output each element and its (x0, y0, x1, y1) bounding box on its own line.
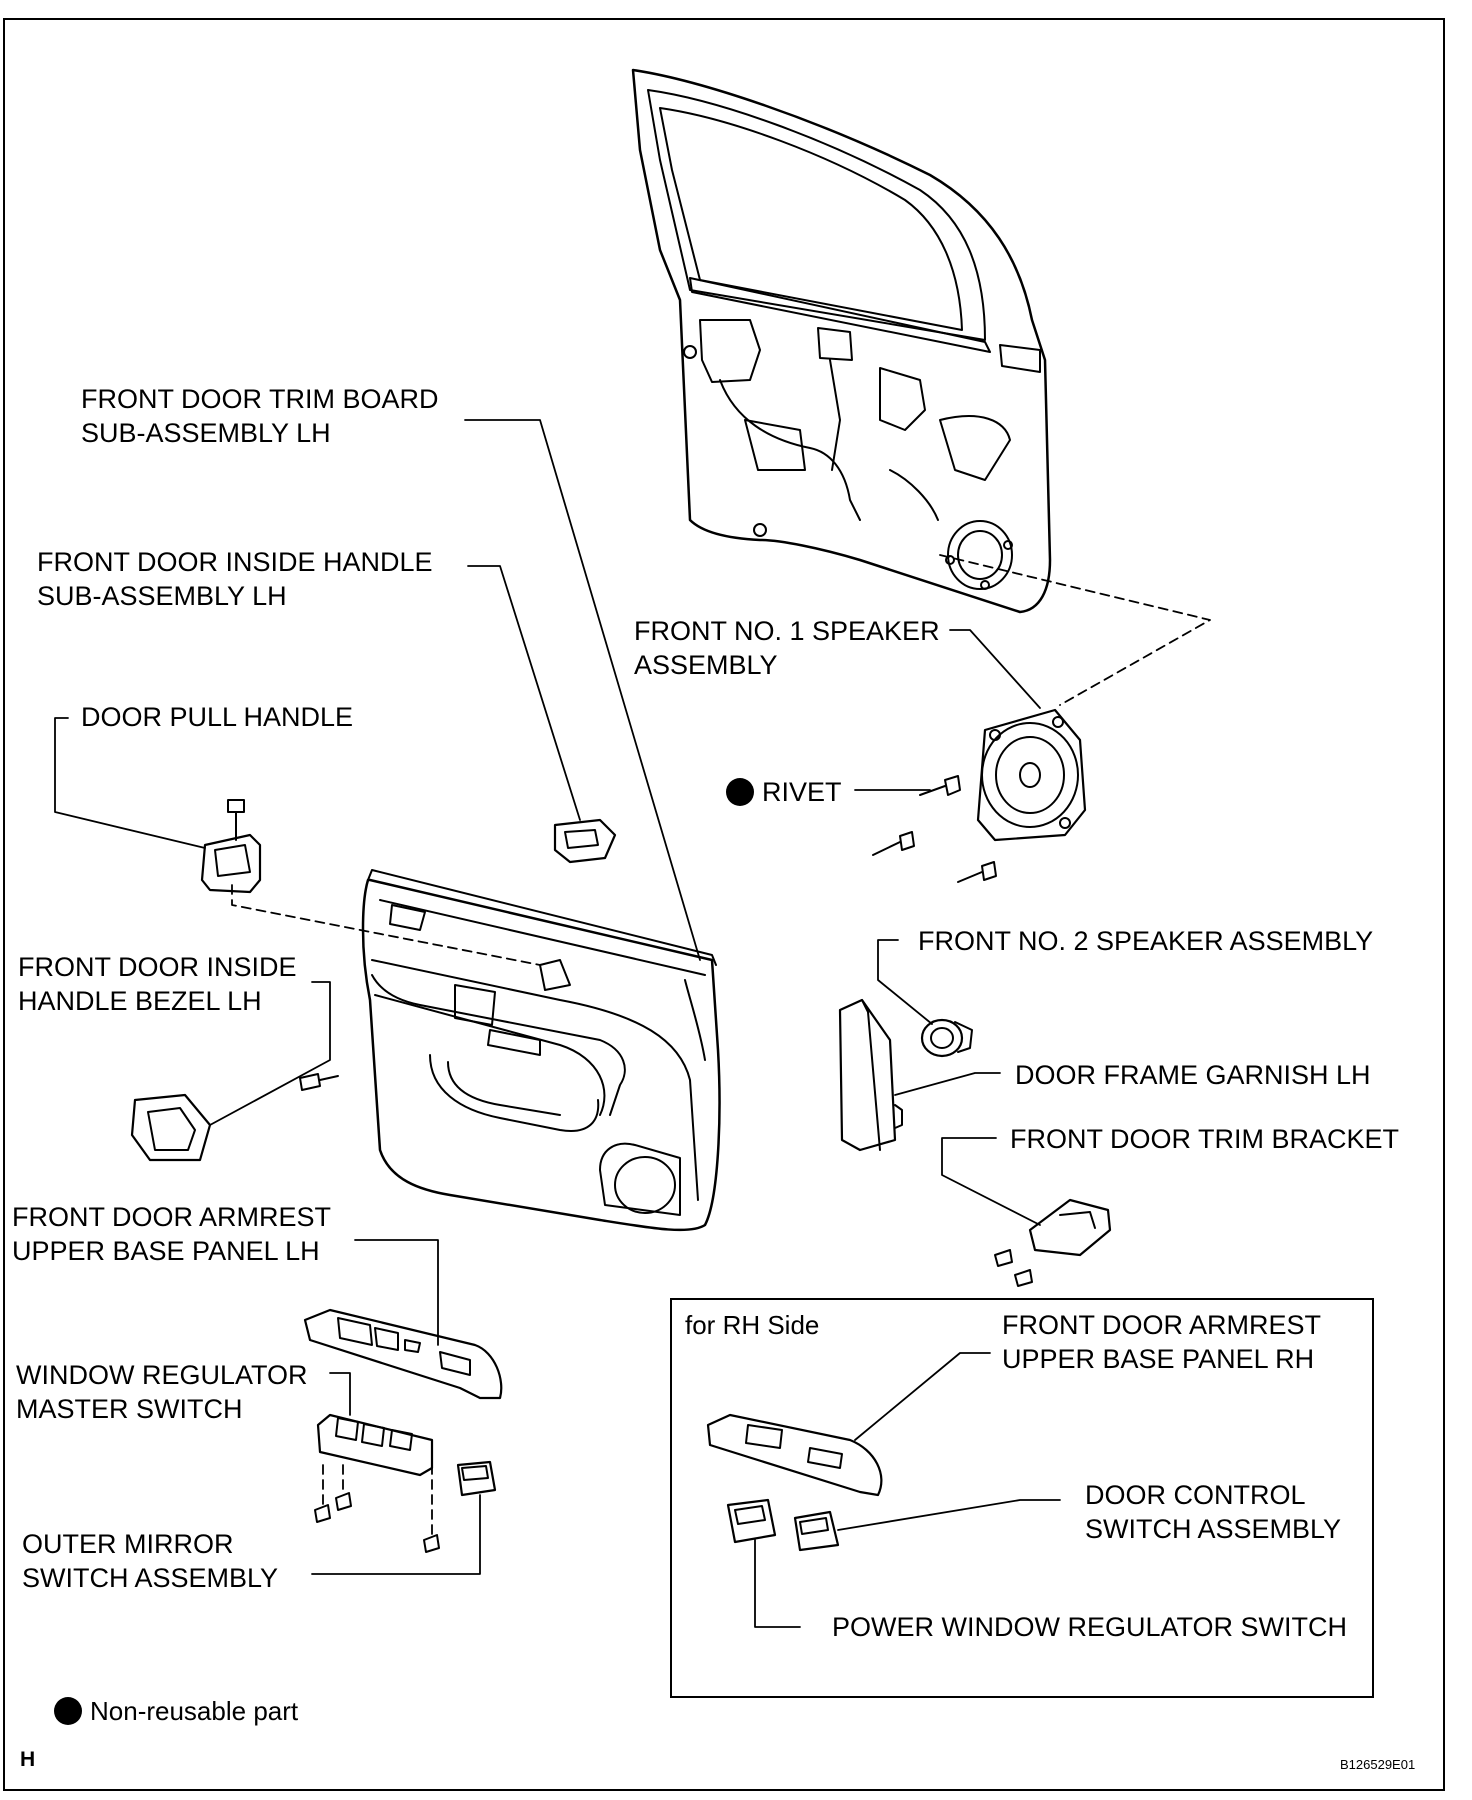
label-rivet: RIVET (726, 775, 842, 809)
label-front-no1-speaker: FRONT NO. 1 SPEAKER ASSEMBLY (634, 616, 940, 680)
label-front-door-inside-handle-bezel: FRONT DOOR INSIDE HANDLE BEZEL LH (18, 952, 297, 1016)
non-reusable-dot-icon (726, 778, 754, 806)
legend-dot-icon (54, 1697, 82, 1725)
label-door-control-switch: DOOR CONTROL SWITCH ASSEMBLY (1085, 1480, 1342, 1544)
outer-mirror-switch-drawing (456, 1460, 497, 1497)
figure-code: B126529E01 (1340, 1757, 1416, 1772)
label-front-door-trim-bracket: FRONT DOOR TRIM BRACKET (1010, 1124, 1400, 1154)
label-outer-mirror-switch: OUTER MIRROR SWITCH ASSEMBLY (22, 1529, 279, 1593)
label-door-pull-handle: DOOR PULL HANDLE (81, 702, 354, 732)
front-no2-speaker-drawing (920, 1018, 973, 1058)
legend: Non-reusable part (54, 1694, 298, 1728)
label-power-window-regulator-switch: POWER WINDOW REGULATOR SWITCH (832, 1612, 1347, 1642)
front-no1-speaker-drawing (976, 708, 1087, 842)
front-door-trim-bracket-drawing (994, 1198, 1112, 1287)
armrest-upper-base-panel-rh-drawing (706, 1413, 883, 1497)
front-door-frame (631, 68, 1052, 614)
label-window-regulator-master-switch: WINDOW REGULATOR MASTER SWITCH (16, 1360, 308, 1424)
window-regulator-master-switch-drawing (316, 1413, 434, 1477)
inside-handle-drawing (553, 818, 617, 864)
label-front-no2-speaker: FRONT NO. 2 SPEAKER ASSEMBLY (918, 926, 1374, 956)
label-armrest-upper-base-panel-rh: FRONT DOOR ARMREST UPPER BASE PANEL RH (1002, 1310, 1322, 1374)
inside-handle-bezel-drawing (130, 1093, 212, 1162)
corner-mark: H (20, 1748, 36, 1771)
label-armrest-upper-base-panel-lh: FRONT DOOR ARMREST UPPER BASE PANEL LH (12, 1202, 332, 1266)
door-pull-handle-drawing (200, 799, 262, 894)
front-door-trim-board-drawing (361, 869, 721, 1232)
door-control-switch-drawing (793, 1510, 840, 1552)
label-door-frame-garnish: DOOR FRAME GARNISH LH (1015, 1060, 1371, 1090)
rivet-drawings (872, 775, 997, 883)
label-front-door-trim-board: FRONT DOOR TRIM BOARD SUB-ASSEMBLY LH (81, 384, 439, 448)
label-front-door-inside-handle: FRONT DOOR INSIDE HANDLE SUB-ASSEMBLY LH (37, 547, 433, 611)
diagram-frame (3, 18, 1445, 1791)
door-frame-garnish-drawing (838, 998, 903, 1152)
rh-side-title: for RH Side (685, 1310, 820, 1340)
armrest-upper-base-panel-lh-drawing (303, 1308, 503, 1400)
rh-side-inset (670, 1298, 1374, 1698)
power-window-regulator-switch-drawing (726, 1498, 777, 1544)
